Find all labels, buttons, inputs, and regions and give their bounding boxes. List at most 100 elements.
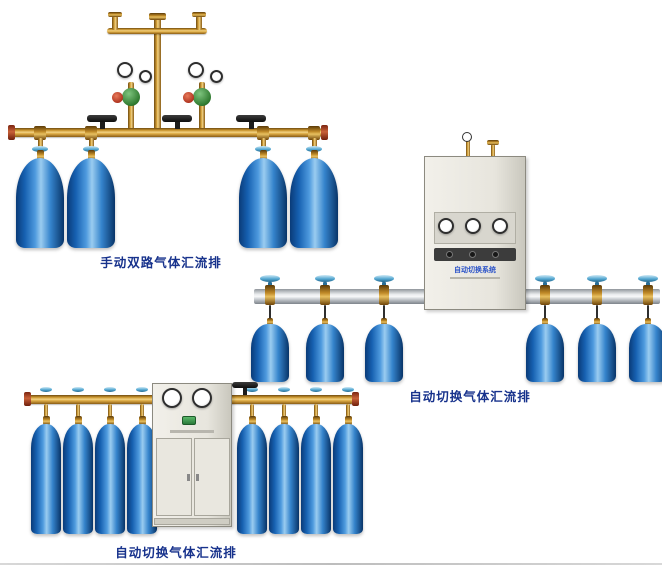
pipe-fitting — [149, 13, 166, 20]
cabinet-gauge — [492, 218, 508, 234]
valve-handwheel — [232, 382, 258, 388]
cylinder-valve — [139, 416, 146, 425]
connection-hose — [269, 305, 271, 319]
cylinder-valve — [311, 150, 318, 161]
cylinder-valve-wheel — [40, 387, 52, 392]
gas-cylinder — [301, 424, 331, 534]
cylinder-valve — [75, 416, 82, 425]
drop-pipe — [76, 404, 80, 417]
pipe-fitting — [308, 126, 320, 140]
rail-fitting — [379, 285, 389, 305]
gas-cylinder — [290, 158, 338, 248]
valve-handwheel — [87, 115, 117, 122]
cabinet-top-pipe — [466, 140, 470, 158]
valve-handwheel — [162, 115, 192, 122]
riser-pipe — [154, 18, 161, 130]
cylinder-valve — [645, 318, 651, 325]
drop-pipe — [44, 404, 48, 417]
header-pipe — [107, 28, 207, 34]
cabinet-knob — [469, 251, 476, 258]
cylinder-valve-wheel — [315, 275, 335, 282]
pressure-gauge — [462, 132, 472, 142]
door-handle — [196, 474, 199, 481]
pipe-fitting — [257, 126, 269, 140]
cabinet-label-line — [170, 430, 214, 433]
cylinder-valve-wheel — [587, 275, 607, 282]
regulator-pipe — [199, 82, 205, 130]
cabinet-top-pipe — [491, 144, 495, 158]
cylinder-valve — [313, 416, 320, 425]
cylinder-valve — [594, 318, 600, 325]
pipe-end-cap — [352, 392, 359, 406]
valve-handwheel — [236, 115, 266, 122]
cabinet-gauge — [192, 388, 212, 408]
valve-stem — [268, 282, 272, 287]
connection-hose — [647, 305, 649, 319]
pipe-fitting — [108, 12, 122, 17]
product-caption: 自动切换气体汇流排 — [115, 545, 237, 560]
indicator-light — [182, 416, 196, 425]
cylinder-valve-wheel — [310, 387, 322, 392]
cylinder-valve-wheel — [32, 146, 48, 152]
manifold-pipe — [12, 128, 322, 137]
pressure-gauge — [188, 62, 204, 78]
pressure-gauge — [139, 70, 152, 83]
pipe-end-cap — [321, 125, 328, 140]
pressure-gauge — [117, 62, 133, 78]
valve-handwheel — [100, 122, 105, 129]
product-caption: 手动双路气体汇流排 — [100, 255, 222, 270]
valve-handwheel — [243, 388, 247, 395]
cylinder-valve-wheel — [342, 387, 354, 392]
drop-pipe — [261, 138, 266, 150]
pressure-regulator — [193, 88, 211, 106]
gas-cylinder — [629, 324, 662, 382]
cylinder-valve — [37, 150, 44, 161]
cylinder-valve-wheel — [246, 387, 258, 392]
cabinet-gauge — [162, 388, 182, 408]
cylinder-valve-wheel — [260, 275, 280, 282]
rail-fitting — [592, 285, 602, 305]
product-manual-dual-manifold: 手动双路气体汇流排 — [6, 4, 354, 270]
regulator-pipe — [128, 82, 134, 130]
cabinet-knob — [446, 251, 453, 258]
valve-handwheel — [175, 122, 180, 129]
drop-pipe — [140, 404, 144, 417]
cylinder-valve — [281, 416, 288, 425]
cabinet-knob — [492, 251, 499, 258]
cylinder-valve — [88, 150, 95, 161]
regulator-knob — [112, 92, 123, 103]
cylinder-valve — [345, 416, 352, 425]
drop-pipe — [314, 404, 318, 417]
regulator-knob — [183, 92, 194, 103]
door-handle — [187, 474, 190, 481]
cylinder-valve — [260, 150, 267, 161]
cabinet-gauge — [438, 218, 454, 234]
pipe-fitting — [487, 140, 499, 145]
product-auto-switch-manifold-cabinet: 自动切换气体汇流排 — [16, 380, 370, 566]
gas-cylinder — [16, 158, 64, 248]
cylinder-valve — [43, 416, 50, 425]
drop-pipe — [250, 404, 254, 417]
cylinder-valve-wheel — [83, 146, 99, 152]
gas-cylinder — [365, 324, 403, 382]
cylinder-valve-wheel — [255, 146, 271, 152]
valve-stem — [595, 282, 599, 287]
cylinder-valve — [322, 318, 328, 325]
drop-pipe — [108, 404, 112, 417]
cylinder-valve-wheel — [535, 275, 555, 282]
connection-hose — [383, 305, 385, 319]
gas-cylinder — [31, 424, 61, 534]
pressure-gauge — [210, 70, 223, 83]
product-caption: 自动切换气体汇流排 — [409, 389, 531, 404]
valve-stem — [323, 282, 327, 287]
gas-cylinder — [333, 424, 363, 534]
cylinder-valve-wheel — [104, 387, 116, 392]
cabinet-door — [156, 438, 192, 516]
gas-cylinder — [306, 324, 344, 382]
rail-fitting — [265, 285, 275, 305]
cylinder-valve — [381, 318, 387, 325]
connection-hose — [544, 305, 546, 319]
cabinet-gauge — [465, 218, 481, 234]
connection-hose — [324, 305, 326, 319]
gas-cylinder — [526, 324, 564, 382]
